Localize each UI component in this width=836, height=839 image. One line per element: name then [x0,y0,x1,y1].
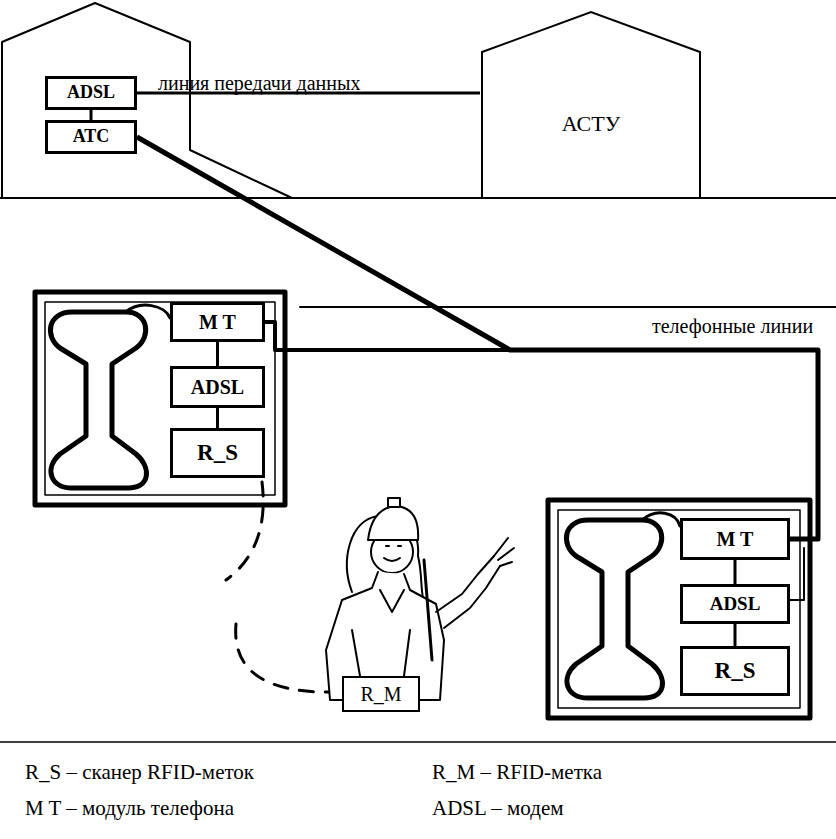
rfid-scanner-box: R_S [680,646,790,696]
legend-note: M T – модуль телефона [25,796,234,820]
box-label: M T [717,528,754,550]
line-label: линия передачи данных [158,72,360,95]
street-line [0,197,836,199]
box-label: R_S [715,658,756,683]
box-label: R_M [360,683,401,705]
phone-booth [548,500,810,718]
handset-cord [126,305,170,318]
modem-box: ADSL [45,76,137,110]
phone-booth-inner [558,510,800,708]
phone-module-box: M T [680,518,790,560]
radio-wave [236,624,334,692]
legend-note: R_S – сканер RFID-меток [25,760,254,784]
worker-figure [326,498,514,700]
handset-cord [642,513,680,526]
connector-line [137,137,818,539]
building-outline [480,10,702,198]
radio-wave [226,482,263,580]
rfid-tag-box: R_M [342,676,420,712]
connector-line [90,110,93,120]
line-label: телефонные линии [652,315,813,338]
building-outline [2,3,292,198]
legend-note: ADSL – модем [432,796,564,820]
box-label: R_S [197,440,238,465]
box-label: ADSL [710,594,761,615]
legend-note: R_M – RFID-метка [432,760,602,784]
building-outline [482,12,700,198]
box-label: ADSL [191,376,244,398]
ground-line [0,741,836,743]
street-line [300,306,836,308]
modem-box: ADSL [170,366,265,408]
box-label: АТС [73,127,109,147]
booth-wire [790,548,804,600]
connector-line [734,560,737,584]
connector-line [216,342,219,366]
phone-handset [50,312,146,488]
box-label: ADSL [67,83,115,103]
phone-booth-inner [45,302,275,495]
phone-handset [566,520,662,698]
connector-line [734,624,737,646]
connector-line [216,408,219,428]
modem-box: ADSL [680,584,790,624]
box-label: M T [199,311,236,333]
phone-module-box: M T [170,302,265,342]
box-label: АСТУ [562,112,620,136]
control-center-building: АСТУ [480,10,702,198]
exchange-box: АТС [45,120,137,154]
rfid-scanner-box: R_S [170,428,265,478]
phone-booth [35,292,285,505]
